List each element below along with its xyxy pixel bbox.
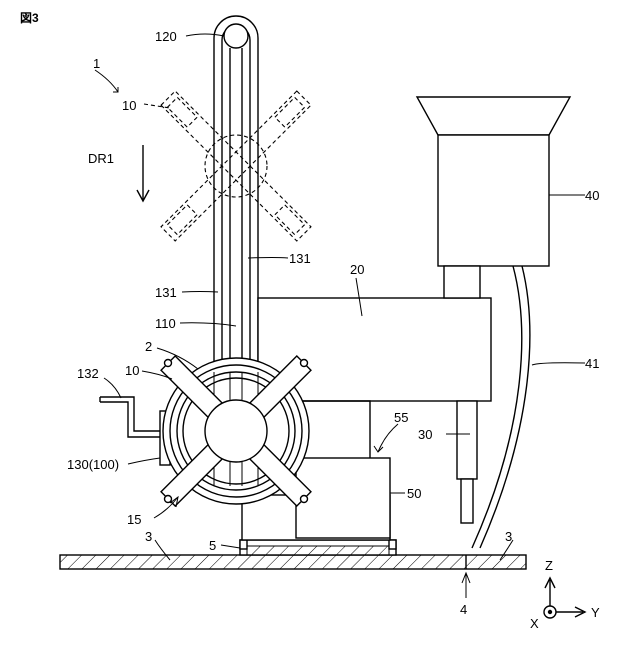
plate-5 <box>240 540 396 555</box>
crank-handle-132 <box>100 397 170 465</box>
label-110: 110 <box>155 316 176 331</box>
label-55: 55 <box>394 410 408 425</box>
figure-label: 図3 <box>20 11 39 25</box>
floor-base-3 <box>60 555 526 569</box>
label-131-left: 131 <box>155 285 177 300</box>
axis-indicator <box>544 578 585 618</box>
label-2: 2 <box>145 339 152 354</box>
label-10-bottom: 10 <box>125 363 139 378</box>
label-131-right: 131 <box>289 251 311 266</box>
label-130-100: 130(100) <box>67 457 119 472</box>
hopper-40 <box>417 97 570 298</box>
label-10-top: 10 <box>122 98 136 113</box>
label-50: 50 <box>407 486 421 501</box>
label-3-left: 3 <box>145 529 152 544</box>
axis-x-label: X <box>530 616 539 631</box>
label-40: 40 <box>585 188 599 203</box>
axis-z-label: Z <box>545 558 553 573</box>
label-4: 4 <box>460 602 467 617</box>
rotor-10-dashed <box>161 91 311 241</box>
label-20: 20 <box>350 262 364 277</box>
label-41: 41 <box>585 356 599 371</box>
label-120: 120 <box>155 29 177 44</box>
rod-30 <box>457 401 477 523</box>
pulley-120 <box>224 24 248 48</box>
label-30: 30 <box>418 427 432 442</box>
label-132: 132 <box>77 366 99 381</box>
axis-y-label: Y <box>591 605 600 620</box>
rotor-hub <box>205 400 267 462</box>
label-3-right: 3 <box>505 529 512 544</box>
direction-arrow-dr1 <box>137 145 149 201</box>
label-15: 15 <box>127 512 141 527</box>
label-dr1: DR1 <box>88 151 114 166</box>
label-5: 5 <box>209 538 216 553</box>
block-50 <box>296 458 390 538</box>
label-1: 1 <box>93 56 100 71</box>
